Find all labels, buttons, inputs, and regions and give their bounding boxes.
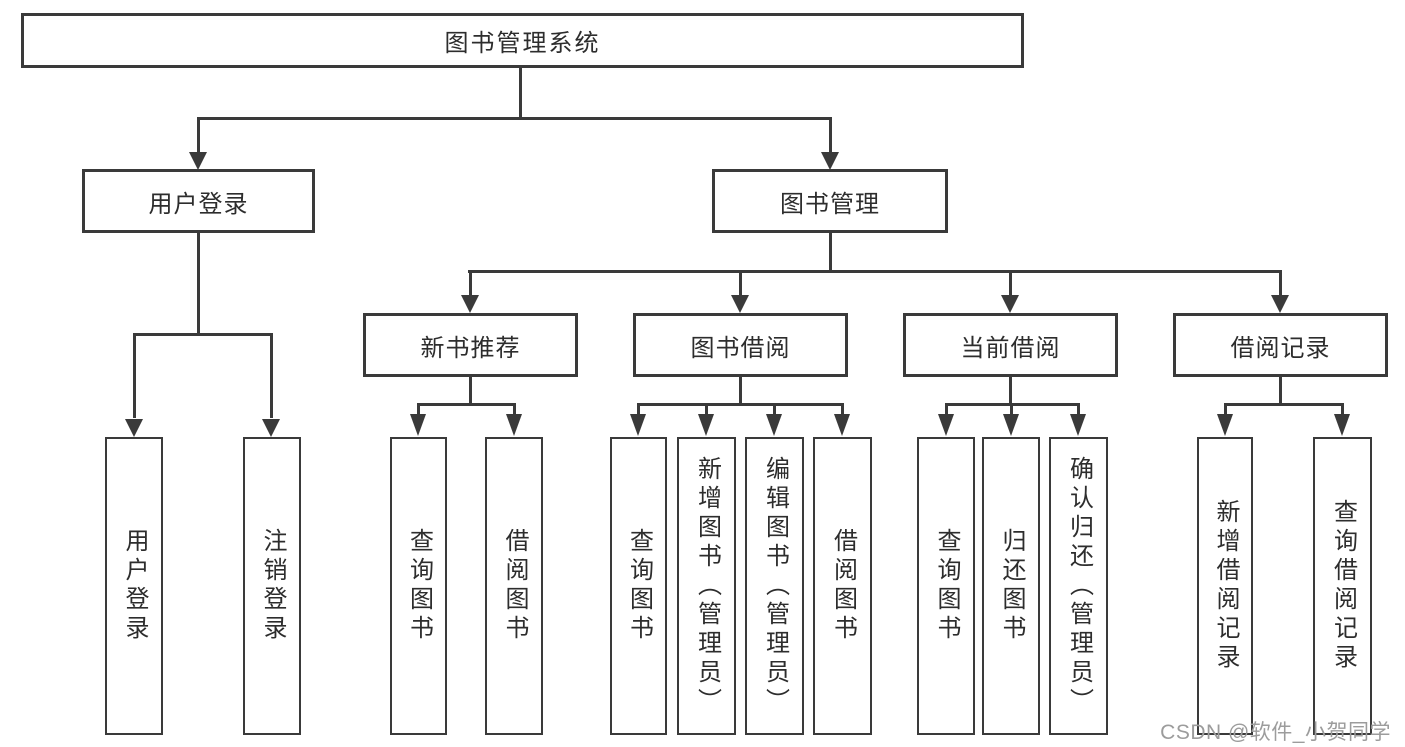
- connector-line: [417, 403, 516, 406]
- connector-arrowhead-icon: [410, 414, 426, 436]
- connector-line: [197, 117, 832, 120]
- node-borrow-books-borrowing: 借阅图书: [813, 437, 872, 735]
- connector-line: [1009, 377, 1012, 406]
- node-label: 新书推荐: [420, 334, 521, 362]
- node-label: 新增图书（管理员）: [693, 455, 721, 717]
- connector-line: [197, 117, 200, 154]
- node-label: 图书管理系统: [444, 30, 601, 57]
- connector-arrowhead-icon: [461, 295, 479, 313]
- connector-line: [945, 403, 948, 415]
- connector-line: [1279, 377, 1282, 406]
- connector-line: [739, 270, 742, 296]
- node-confirm-return-admin: 确认归还（管理员）: [1049, 437, 1108, 735]
- connector-arrowhead-icon: [262, 419, 280, 437]
- node-label: 图书管理: [780, 190, 880, 218]
- node-label: 归还图书: [998, 528, 1025, 644]
- node-add-borrow-record: 新增借阅记录: [1197, 437, 1253, 735]
- node-borrowing-records: 借阅记录: [1173, 313, 1388, 377]
- node-logout: 注销登录: [243, 437, 301, 735]
- node-label: 借阅图书: [501, 528, 528, 644]
- connector-line: [1341, 403, 1344, 415]
- node-book-management: 图书管理: [712, 169, 948, 233]
- node-query-borrow-record: 查询借阅记录: [1313, 437, 1372, 735]
- node-label: 借阅记录: [1230, 334, 1331, 362]
- connector-line: [637, 403, 640, 415]
- connector-arrowhead-icon: [834, 414, 850, 436]
- node-label: 查询图书: [933, 528, 960, 644]
- node-label: 新增借阅记录: [1212, 499, 1239, 673]
- node-query-books-recommend: 查询图书: [390, 437, 447, 735]
- connector-line: [270, 333, 273, 418]
- node-query-books-current: 查询图书: [917, 437, 975, 735]
- node-label: 查询借阅记录: [1329, 499, 1357, 673]
- connector-arrowhead-icon: [1334, 414, 1350, 436]
- connector-line: [829, 117, 832, 154]
- node-current-borrowing: 当前借阅: [903, 313, 1118, 377]
- connector-line: [513, 403, 516, 415]
- connector-arrowhead-icon: [1001, 295, 1019, 313]
- node-user-login-leaf: 用户登录: [105, 437, 163, 735]
- watermark-text: CSDN @软件_小贺同学: [1160, 721, 1391, 744]
- node-add-book-admin: 新增图书（管理员）: [677, 437, 736, 735]
- connector-line: [133, 333, 136, 418]
- connector-line: [133, 333, 273, 336]
- node-label: 确认归还（管理员）: [1065, 455, 1093, 717]
- node-borrow-books-recommend: 借阅图书: [485, 437, 543, 735]
- node-new-book-recommendation: 新书推荐: [363, 313, 578, 377]
- node-label: 用户登录: [148, 190, 249, 218]
- node-label: 借阅图书: [829, 528, 857, 644]
- connector-line: [519, 68, 522, 118]
- node-label: 图书借阅: [690, 334, 791, 362]
- node-book-borrowing: 图书借阅: [633, 313, 848, 377]
- connector-arrowhead-icon: [506, 414, 522, 436]
- connector-arrowhead-icon: [1217, 414, 1233, 436]
- connector-arrowhead-icon: [731, 295, 749, 313]
- connector-line: [469, 377, 472, 406]
- connector-arrowhead-icon: [189, 152, 207, 170]
- connector-arrowhead-icon: [938, 414, 954, 436]
- node-library-management-system: 图书管理系统: [21, 13, 1024, 68]
- connector-line: [1010, 403, 1013, 415]
- connector-line: [1077, 403, 1080, 415]
- connector-line: [1279, 270, 1282, 296]
- connector-arrowhead-icon: [630, 414, 646, 436]
- connector-line: [841, 403, 844, 415]
- node-label: 编辑图书（管理员）: [761, 455, 789, 717]
- node-query-books-borrowing: 查询图书: [610, 437, 667, 735]
- connector-arrowhead-icon: [1070, 414, 1086, 436]
- node-label: 用户登录: [121, 528, 148, 644]
- node-label: 注销登录: [259, 528, 286, 644]
- connector-line: [739, 377, 742, 406]
- node-label: 查询图书: [405, 528, 433, 644]
- connector-line: [417, 403, 420, 415]
- node-edit-book-admin: 编辑图书（管理员）: [745, 437, 804, 735]
- connector-line: [705, 403, 708, 415]
- connector-arrowhead-icon: [1003, 414, 1019, 436]
- connector-arrowhead-icon: [698, 414, 714, 436]
- connector-arrowhead-icon: [821, 152, 839, 170]
- connector-line: [829, 233, 832, 273]
- connector-line: [1009, 270, 1012, 296]
- node-label: 当前借阅: [960, 334, 1061, 362]
- connector-arrowhead-icon: [1271, 295, 1289, 313]
- connector-line: [637, 403, 844, 406]
- connector-line: [468, 270, 1282, 273]
- node-return-book: 归还图书: [982, 437, 1040, 735]
- connector-line: [197, 233, 200, 336]
- connector-arrowhead-icon: [125, 419, 143, 437]
- connector-line: [1224, 403, 1227, 415]
- node-label: 查询图书: [625, 528, 653, 644]
- connector-line: [773, 403, 776, 415]
- connector-line: [469, 270, 472, 296]
- connector-arrowhead-icon: [766, 414, 782, 436]
- connector-line: [1224, 403, 1344, 406]
- node-user-login: 用户登录: [82, 169, 315, 233]
